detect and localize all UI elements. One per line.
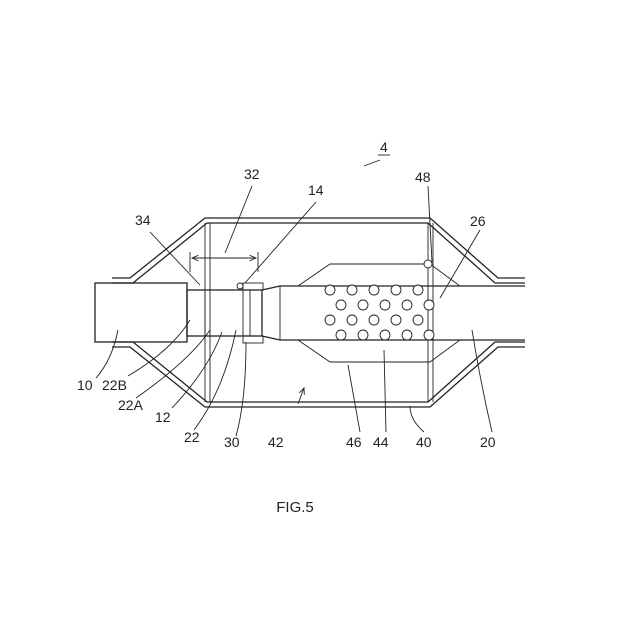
label-32: 32 [244, 166, 260, 182]
label-48: 48 [415, 169, 431, 185]
label-40: 40 [416, 434, 432, 450]
inlet-pipe [95, 283, 187, 342]
label-46: 46 [346, 434, 362, 450]
label-22B: 22B [102, 377, 127, 393]
label-30: 30 [224, 434, 240, 450]
label-22: 22 [184, 429, 200, 445]
label-4: 4 [380, 139, 388, 155]
label-10: 10 [77, 377, 93, 393]
label-44: 44 [373, 434, 389, 450]
perforations [325, 260, 434, 340]
label-26: 26 [470, 213, 486, 229]
mesh-packing [298, 264, 460, 362]
label-20: 20 [480, 434, 496, 450]
figure-caption: FIG.5 [276, 499, 314, 516]
outer-shell [112, 218, 525, 407]
inner-tube [187, 283, 263, 343]
label-12: 12 [155, 409, 171, 425]
label-42: 42 [268, 434, 284, 450]
dimension-32 [190, 252, 258, 272]
label-34: 34 [135, 212, 151, 228]
label-22A: 22A [118, 397, 144, 413]
label-14: 14 [308, 182, 324, 198]
